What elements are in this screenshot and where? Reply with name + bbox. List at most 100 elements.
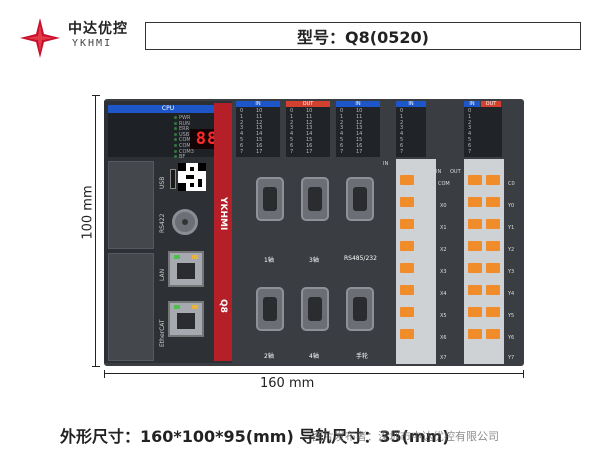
- terminal-pin[interactable]: [468, 329, 482, 339]
- rs422-label: RS422: [159, 213, 166, 233]
- terminal-pin[interactable]: [400, 263, 414, 273]
- dimensions-caption: 外形尺寸：160*100*95(mm) 导轨尺寸：35(mm): [60, 427, 450, 446]
- led-com3: COM3: [174, 149, 194, 156]
- terminal-pin[interactable]: [400, 329, 414, 339]
- term-label-com: COM: [438, 181, 450, 187]
- term-label-y4: Y4: [508, 291, 515, 297]
- terminal-pin[interactable]: [400, 241, 414, 251]
- width-dimension-label: 160 mm: [260, 376, 315, 391]
- terminal-pin[interactable]: [468, 285, 482, 295]
- rs422-port[interactable]: [172, 209, 198, 235]
- led-list: PWR RUN ERR USB COM1 COM2 COM3 BF: [174, 115, 194, 161]
- io-tag-6: OUT: [481, 101, 501, 107]
- terminal-pin[interactable]: [486, 285, 500, 295]
- brand-strip-text: YKHMI: [218, 197, 228, 231]
- term-label-x1: X1: [440, 225, 447, 231]
- terminal-pin[interactable]: [400, 285, 414, 295]
- cover-panel-bottom: [108, 253, 154, 361]
- star-logo-icon: [20, 18, 60, 58]
- axis4-connector[interactable]: [301, 287, 329, 331]
- lan-port[interactable]: [168, 251, 204, 287]
- model-title: 型号：Q8(0520): [145, 22, 581, 50]
- terminal-pin[interactable]: [468, 241, 482, 251]
- brand-strip: YKHMI Q8: [214, 103, 232, 361]
- cpu-status-panel: CPU PWR RUN ERR USB COM1 COM2 COM3 BF 88: [108, 105, 228, 160]
- terminal-in-label: IN: [383, 161, 389, 167]
- axis3-label: 3轴: [309, 257, 319, 264]
- brand-logo: 中达优控 YKHMI: [18, 16, 168, 62]
- led-bf: BF: [174, 155, 194, 161]
- rs485-label: RS485/232: [344, 255, 377, 262]
- axis4-label: 4轴: [309, 353, 319, 360]
- terminal-block-2: [464, 159, 504, 364]
- term-label-x4: X4: [440, 291, 447, 297]
- usb-label: USB: [159, 176, 166, 189]
- led-pwr: PWR: [174, 115, 194, 122]
- qr-code: [178, 163, 206, 191]
- model-strip-text: Q8: [218, 299, 228, 313]
- cover-panel-top: [108, 161, 154, 249]
- term-label-x7: X7: [440, 355, 447, 361]
- terminal-pin[interactable]: [468, 197, 482, 207]
- term-label-y6: Y6: [508, 335, 515, 341]
- led-com2: COM2: [174, 143, 194, 150]
- usb-port[interactable]: [170, 169, 176, 189]
- width-dimension-line: [104, 370, 524, 378]
- terminal-pin[interactable]: [468, 307, 482, 317]
- terminal-pin[interactable]: [486, 241, 500, 251]
- terminal-pin[interactable]: [400, 307, 414, 317]
- ethercat-port[interactable]: [168, 301, 204, 337]
- term-label-y5: Y5: [508, 313, 515, 319]
- term-label-c0: C0: [508, 181, 515, 187]
- term-label-y3: Y3: [508, 269, 515, 275]
- led-usb: USB: [174, 132, 194, 139]
- logo-en-text: YKHMI: [72, 38, 113, 49]
- logo-cn-text: 中达优控: [68, 21, 128, 37]
- plc-device: CPU PWR RUN ERR USB COM1 COM2 COM3 BF 88…: [104, 99, 524, 366]
- terminal-pin[interactable]: [400, 197, 414, 207]
- term-label-x3: X3: [440, 269, 447, 275]
- term-label-x5: X5: [440, 313, 447, 319]
- qr-code-icon: [178, 163, 206, 191]
- io-tag-4: IN: [396, 101, 426, 107]
- terminal-out-label: OUT: [450, 169, 461, 175]
- rs485-connector[interactable]: [346, 177, 374, 221]
- led-com1: COM1: [174, 138, 194, 144]
- handwheel-label: 手轮: [356, 353, 369, 360]
- terminal-pin[interactable]: [486, 329, 500, 339]
- terminal-pin[interactable]: [486, 219, 500, 229]
- term-label-y1: Y1: [508, 225, 515, 231]
- axis3-connector[interactable]: [301, 177, 329, 221]
- axis1-connector[interactable]: [256, 177, 284, 221]
- terminal-pin[interactable]: [468, 175, 482, 185]
- terminal-in-label-2: IN: [436, 169, 442, 175]
- term-label-y2: Y2: [508, 247, 515, 253]
- terminal-pin[interactable]: [486, 263, 500, 273]
- terminal-pin[interactable]: [486, 175, 500, 185]
- io-tag-1: IN: [236, 101, 280, 107]
- terminal-pin[interactable]: [468, 263, 482, 273]
- lan-label: LAN: [159, 268, 166, 281]
- term-label-y0: Y0: [508, 203, 515, 209]
- height-dimension-label: 100 mm: [80, 185, 96, 240]
- terminal-pin[interactable]: [486, 307, 500, 317]
- axis2-label: 2轴: [264, 353, 274, 360]
- io-tag-3: IN: [336, 101, 380, 107]
- terminal-pin[interactable]: [400, 219, 414, 229]
- handwheel-connector[interactable]: [346, 287, 374, 331]
- cpu-module: CPU PWR RUN ERR USB COM1 COM2 COM3 BF 88…: [104, 101, 232, 363]
- axis2-connector[interactable]: [256, 287, 284, 331]
- term-label-x0: X0: [440, 203, 447, 209]
- term-label-x2: X2: [440, 247, 447, 253]
- terminal-pin[interactable]: [468, 219, 482, 229]
- axis1-label: 1轴: [264, 257, 274, 264]
- terminal-pin[interactable]: [486, 197, 500, 207]
- height-dimension-line: [92, 95, 100, 367]
- terminal-pin[interactable]: [400, 175, 414, 185]
